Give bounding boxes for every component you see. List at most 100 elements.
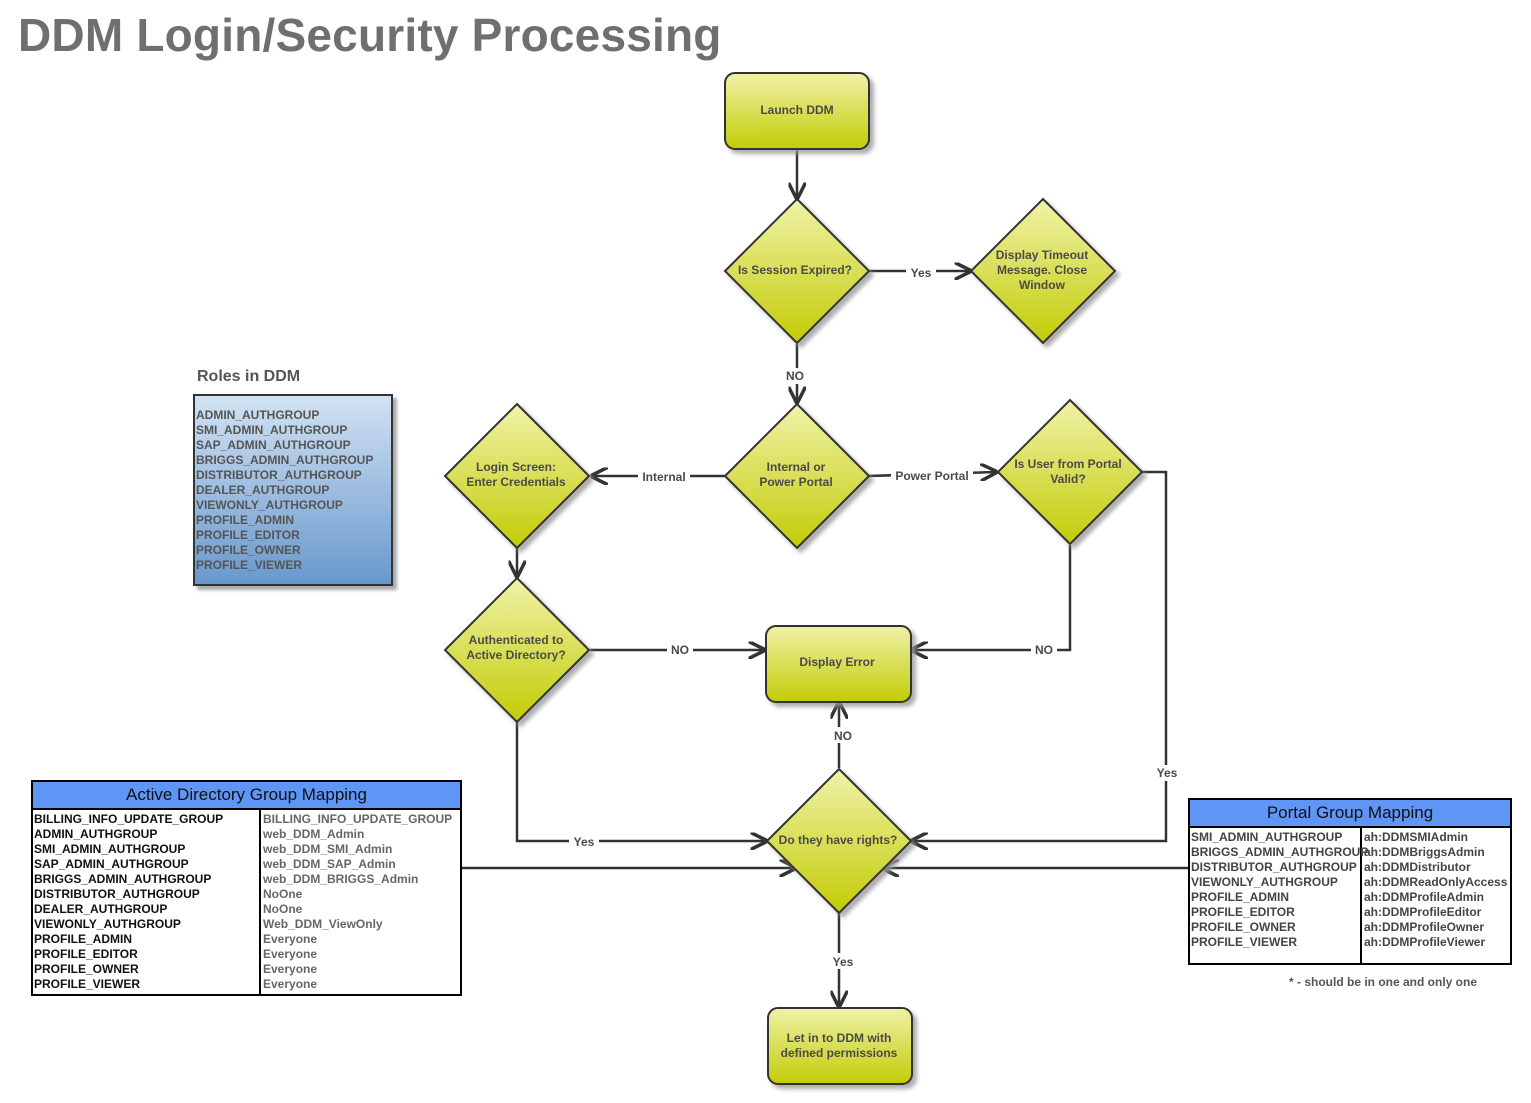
node-rights: Do they have rights? <box>765 767 913 915</box>
ad-role-cell: PROFILE_OWNER <box>34 962 139 976</box>
ad-role-cell: DISTRIBUTOR_AUTHGROUP <box>34 887 200 901</box>
node-login-screen-line1: Login Screen: <box>476 460 556 474</box>
edge-auth-yes-to-rights <box>515 720 766 841</box>
ad-group-cell: web_DDM_SAP_Admin <box>263 857 396 871</box>
node-portal-valid-line2: Valid? <box>1050 472 1085 486</box>
portal-group-column: ah:DDMSMIAdmin ah:DDMBriggsAdmin ah:DDMD… <box>1362 828 1510 965</box>
role-item: SAP_ADMIN_AUTHGROUP <box>196 438 351 452</box>
ad-group-cell: Everyone <box>263 932 318 946</box>
roles-list: ADMIN_AUTHGROUP SMI_ADMIN_AUTHGROUP SAP_… <box>193 394 393 586</box>
portal-group-cell: ah:DDMSMIAdmin <box>1364 830 1468 844</box>
node-display-timeout-line3: Window <box>1019 278 1066 292</box>
node-internal-or-portal: Internal or Power Portal <box>723 402 871 550</box>
node-launch-ddm-text: Launch DDM <box>760 103 833 117</box>
node-display-error: Display Error <box>765 625 912 703</box>
label-no-auth: NO <box>671 643 689 657</box>
node-authenticated: Authenticated to Active Directory? <box>443 576 591 724</box>
ad-group-mapping-table: Active Directory Group Mapping BILLING_I… <box>31 780 462 996</box>
node-internal-or-portal-line1: Internal or <box>767 460 826 474</box>
footnote: * - should be in one and only one <box>1289 975 1478 989</box>
role-item: SMI_ADMIN_AUTHGROUP <box>196 423 348 437</box>
label-power-portal: Power Portal <box>895 469 968 483</box>
portal-role-cell: PROFILE_ADMIN <box>1191 890 1290 904</box>
node-display-timeout-line1: Display Timeout <box>996 248 1088 262</box>
label-no-session: NO <box>786 369 804 383</box>
portal-role-cell: DISTRIBUTOR_AUTHGROUP <box>1191 860 1357 874</box>
ad-role-column: BILLING_INFO_UPDATE_GROUP ADMIN_AUTHGROU… <box>33 810 261 996</box>
node-authenticated-line1: Authenticated to <box>469 633 564 647</box>
node-display-error-text: Display Error <box>799 655 875 669</box>
role-item: ADMIN_AUTHGROUP <box>196 408 320 422</box>
ad-role-cell: SMI_ADMIN_AUTHGROUP <box>34 842 186 856</box>
ad-role-cell: ADMIN_AUTHGROUP <box>34 827 158 841</box>
portal-role-cell: VIEWONLY_AUTHGROUP <box>1191 875 1338 889</box>
portal-role-cell: PROFILE_VIEWER <box>1191 935 1298 949</box>
node-authenticated-line2: Active Directory? <box>466 648 565 662</box>
ad-role-cell: DEALER_AUTHGROUP <box>34 902 168 916</box>
role-item: PROFILE_EDITOR <box>196 528 300 542</box>
ad-group-cell: Everyone <box>263 962 318 976</box>
node-let-in-line1: Let in to DDM with <box>787 1031 892 1045</box>
portal-group-cell: ah:DDMDistributor <box>1364 860 1471 874</box>
label-yes-timeout: Yes <box>911 266 932 280</box>
ad-group-mapping-body: BILLING_INFO_UPDATE_GROUP ADMIN_AUTHGROU… <box>33 810 460 996</box>
node-display-timeout-line2: Message. Close <box>997 263 1087 277</box>
ad-group-cell: NoOne <box>263 902 303 916</box>
label-yes-auth: Yes <box>574 835 595 849</box>
ad-role-cell: PROFILE_EDITOR <box>34 947 138 961</box>
portal-group-mapping-title: Portal Group Mapping <box>1190 800 1510 828</box>
node-let-in-line2: defined permissions <box>781 1046 898 1060</box>
ad-role-cell: VIEWONLY_AUTHGROUP <box>34 917 181 931</box>
ad-group-cell: Web_DDM_ViewOnly <box>263 917 383 931</box>
role-item: PROFILE_OWNER <box>196 543 301 557</box>
node-login-screen: Login Screen: Enter Credentials <box>443 402 591 550</box>
node-rights-text: Do they have rights? <box>779 833 898 847</box>
portal-role-cell: PROFILE_EDITOR <box>1191 905 1295 919</box>
portal-group-cell: ah:DDMProfileAdmin <box>1364 890 1484 904</box>
node-launch-ddm: Launch DDM <box>724 72 870 150</box>
page-title: DDM Login/Security Processing <box>18 9 722 61</box>
ad-group-cell: web_DDM_BRIGGS_Admin <box>263 872 419 886</box>
label-no-portal: NO <box>1035 643 1053 657</box>
role-item: DEALER_AUTHGROUP <box>196 483 330 497</box>
edge-portal-yes-to-rights <box>912 470 1168 841</box>
ad-group-cell: Everyone <box>263 947 318 961</box>
role-item: VIEWONLY_AUTHGROUP <box>196 498 343 512</box>
role-item: PROFILE_VIEWER <box>196 558 303 572</box>
portal-group-cell: ah:DDMProfileEditor <box>1364 905 1482 919</box>
ad-group-cell: NoOne <box>263 887 303 901</box>
label-internal: Internal <box>642 470 685 484</box>
label-no-rights: NO <box>834 729 852 743</box>
ad-role-cell: PROFILE_ADMIN <box>34 932 133 946</box>
role-item: BRIGGS_ADMIN_AUTHGROUP <box>196 453 374 467</box>
portal-group-cell: ah:DDMReadOnlyAccess <box>1364 875 1508 889</box>
portal-group-cell: ah:DDMProfileOwner <box>1364 920 1485 934</box>
node-portal-valid: Is User from Portal Valid? <box>996 398 1144 546</box>
ad-group-cell: web_DDM_Admin <box>263 827 365 841</box>
role-item: DISTRIBUTOR_AUTHGROUP <box>196 468 362 482</box>
portal-group-cell: ah:DDMBriggsAdmin <box>1364 845 1485 859</box>
ad-role-cell: SAP_ADMIN_AUTHGROUP <box>34 857 189 871</box>
ad-group-mapping-title: Active Directory Group Mapping <box>33 782 460 810</box>
edge-portal-to-error <box>912 545 1072 650</box>
node-internal-or-portal-line2: Power Portal <box>759 475 832 489</box>
portal-role-cell: SMI_ADMIN_AUTHGROUP <box>1191 830 1343 844</box>
roles-title: Roles in DDM <box>197 368 301 385</box>
portal-role-column: SMI_ADMIN_AUTHGROUP BRIGGS_ADMIN_AUTHGRO… <box>1190 828 1368 965</box>
ad-group-column: BILLING_INFO_UPDATE_GROUP web_DDM_Admin … <box>261 810 460 996</box>
ad-role-cell: BILLING_INFO_UPDATE_GROUP <box>34 812 224 826</box>
ad-group-cell: Everyone <box>263 977 318 991</box>
label-yes-rights: Yes <box>833 955 854 969</box>
portal-role-cell: PROFILE_OWNER <box>1191 920 1296 934</box>
portal-group-cell: ah:DDMProfileViewer <box>1364 935 1486 949</box>
ad-group-cell: web_DDM_SMI_Admin <box>263 842 393 856</box>
portal-group-mapping-body: SMI_ADMIN_AUTHGROUP BRIGGS_ADMIN_AUTHGRO… <box>1190 828 1510 965</box>
node-let-in: Let in to DDM with defined permissions <box>767 1007 913 1085</box>
node-portal-valid-line1: Is User from Portal <box>1014 457 1121 471</box>
node-session-expired: Is Session Expired? <box>723 197 871 345</box>
ad-group-cell: BILLING_INFO_UPDATE_GROUP <box>263 812 453 826</box>
portal-group-mapping-table: Portal Group Mapping SMI_ADMIN_AUTHGROUP… <box>1188 798 1512 965</box>
role-item: PROFILE_ADMIN <box>196 513 295 527</box>
ad-role-cell: PROFILE_VIEWER <box>34 977 141 991</box>
